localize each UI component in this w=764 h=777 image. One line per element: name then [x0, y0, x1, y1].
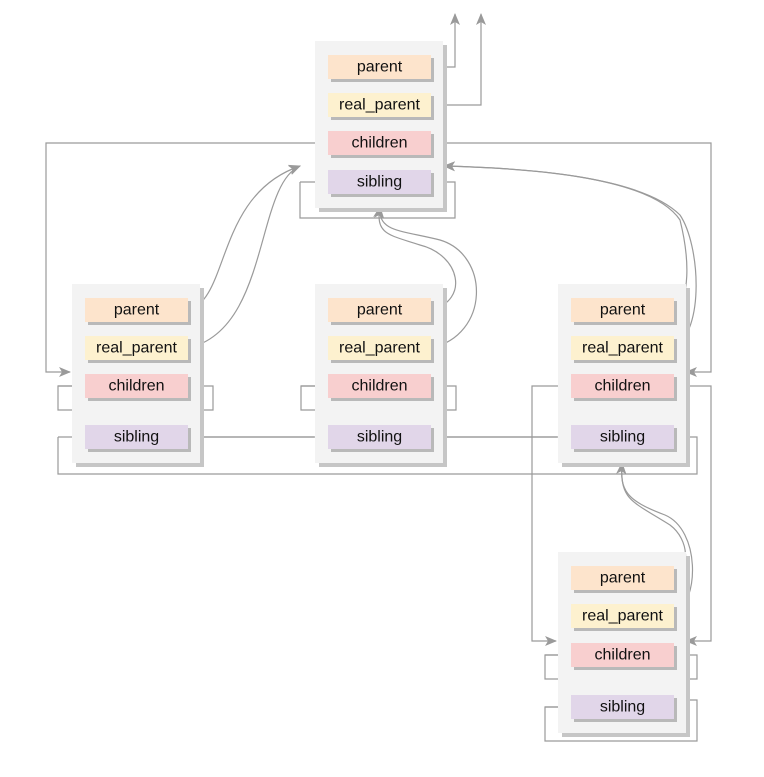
field-sibling: sibling	[328, 170, 434, 197]
field-box	[328, 55, 431, 79]
edge-top-real-parent	[431, 13, 486, 106]
field-label: parent	[600, 570, 646, 587]
field-label: sibling	[357, 429, 402, 446]
field-label: sibling	[114, 429, 159, 446]
nodes-layer: parent real_parent children sibling parent re…	[72, 41, 690, 737]
field-label: children	[594, 647, 650, 664]
field-parent: parent	[328, 298, 434, 325]
edge-middle-parent	[373, 206, 457, 311]
task-node-left: parent real_parent children sibling	[72, 284, 204, 467]
field-sibling: sibling	[85, 425, 191, 452]
field-box	[85, 298, 188, 322]
field-box	[571, 298, 674, 322]
field-label: children	[351, 135, 407, 152]
field-box	[328, 336, 431, 360]
field-parent: parent	[328, 55, 434, 82]
field-parent: parent	[571, 566, 677, 593]
field-label: parent	[600, 302, 646, 319]
field-label: parent	[357, 302, 403, 319]
field-children: children	[328, 131, 434, 158]
field-box	[328, 93, 431, 117]
edge-middle-real-parent	[374, 206, 477, 349]
edge-right-real-parent	[443, 161, 697, 349]
field-label: real_parent	[96, 340, 178, 357]
field-label: sibling	[600, 699, 645, 716]
field-label: real_parent	[339, 97, 421, 114]
field-box	[571, 425, 674, 449]
field-box	[571, 695, 674, 719]
field-label: parent	[114, 302, 160, 319]
field-label: real_parent	[582, 340, 664, 357]
field-label: parent	[357, 59, 403, 76]
edge-left-parent	[187, 164, 301, 311]
field-box	[85, 425, 188, 449]
field-box	[571, 374, 674, 398]
edge-left-real-parent	[187, 165, 301, 349]
edge-top-children-to-left	[45, 142, 328, 377]
field-label: children	[108, 378, 164, 395]
field-box	[85, 336, 188, 360]
field-box	[571, 336, 674, 360]
field-real_parent: real_parent	[328, 336, 434, 363]
field-label: real_parent	[339, 340, 421, 357]
field-sibling: sibling	[571, 425, 677, 452]
field-real_parent: real_parent	[85, 336, 191, 363]
edge-right-children-to-bottom-right	[674, 385, 712, 646]
field-box	[85, 374, 188, 398]
field-children: children	[571, 374, 677, 401]
field-label: children	[351, 378, 407, 395]
field-parent: parent	[85, 298, 191, 325]
field-box	[571, 566, 674, 590]
field-label: sibling	[600, 429, 645, 446]
field-real_parent: real_parent	[571, 336, 677, 363]
field-label: sibling	[357, 174, 402, 191]
task-node-right: parent real_parent children sibling	[558, 284, 690, 467]
field-label: children	[594, 378, 650, 395]
field-children: children	[85, 374, 191, 401]
field-parent: parent	[571, 298, 677, 325]
field-children: children	[328, 374, 434, 401]
field-sibling: sibling	[571, 695, 677, 722]
edge-top-children-to-right	[431, 142, 712, 377]
task-node-top: parent real_parent children sibling	[315, 41, 447, 212]
edge-right-children-to-bottom-left	[531, 385, 569, 646]
edge-top-sibling-loop-right	[299, 177, 456, 219]
field-box	[571, 643, 674, 667]
field-label: real_parent	[582, 608, 664, 625]
field-sibling: sibling	[328, 425, 434, 452]
field-real_parent: real_parent	[328, 93, 434, 120]
field-box	[571, 604, 674, 628]
field-box	[328, 298, 431, 322]
field-box	[328, 170, 431, 194]
field-real_parent: real_parent	[571, 604, 677, 631]
field-box	[328, 425, 431, 449]
task-node-middle: parent real_parent children sibling	[315, 284, 447, 467]
field-children: children	[571, 643, 677, 670]
field-box	[328, 374, 431, 398]
field-box	[328, 131, 431, 155]
task-node-bottom: parent real_parent children sibling	[558, 552, 690, 737]
